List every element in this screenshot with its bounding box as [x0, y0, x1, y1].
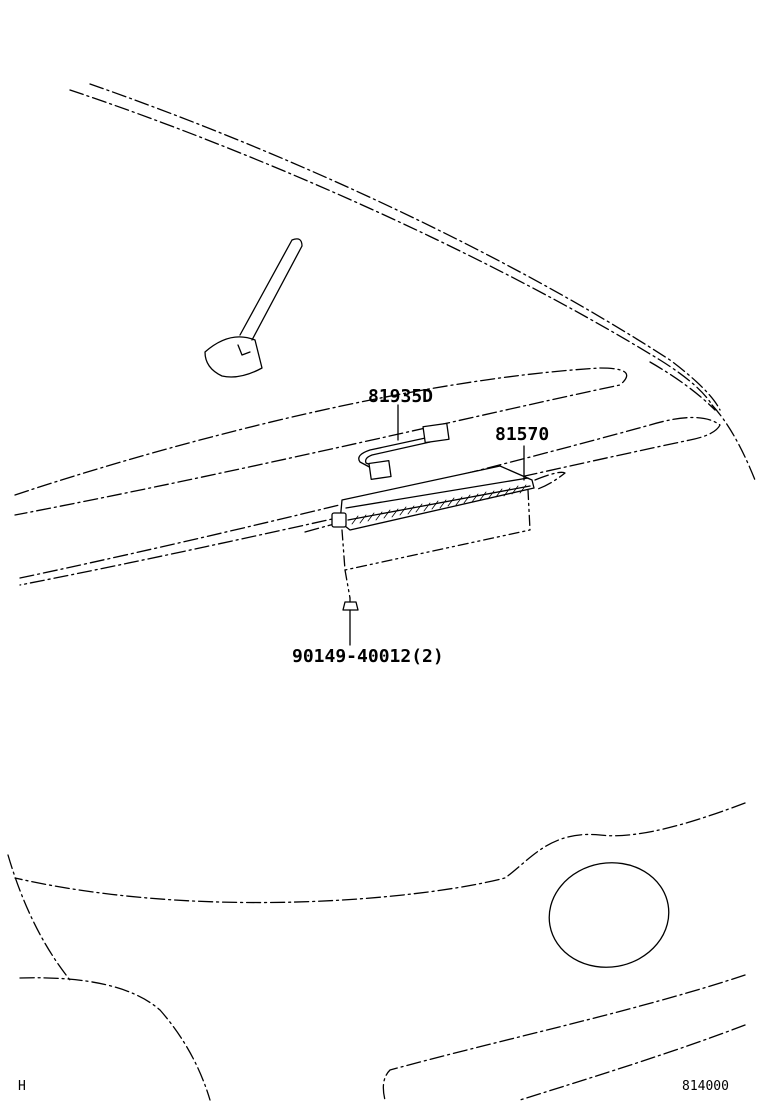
- stop-lamp: [331, 465, 535, 531]
- trunk-outline: [7, 802, 746, 1101]
- screw: [342, 597, 359, 646]
- corner-code-left: H: [18, 1079, 26, 1094]
- leader-lines: [397, 404, 525, 481]
- mounting-guide: [341, 489, 531, 599]
- wire-harness: [358, 422, 450, 480]
- label-harness: 81935D: [368, 386, 433, 407]
- corner-code-right: 814000: [682, 1079, 729, 1094]
- label-screw: 90149-40012(2): [292, 646, 444, 667]
- antenna: [204, 238, 303, 378]
- label-stop-lamp: 81570: [495, 424, 549, 445]
- roof-outline: [69, 83, 756, 481]
